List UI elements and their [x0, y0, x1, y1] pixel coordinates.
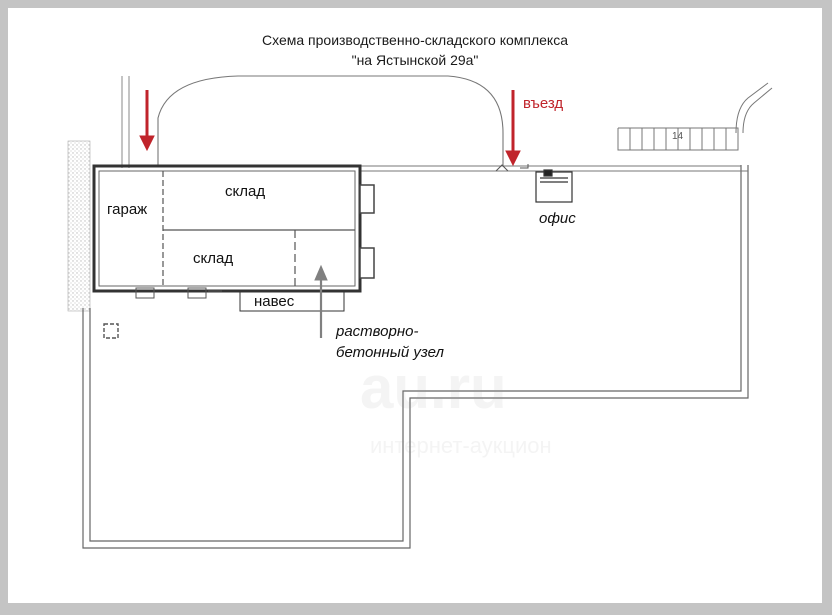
door-marks — [135, 287, 222, 299]
diagram-title-line2: "на Ястынской 29а" — [351, 52, 479, 68]
hatched-strip — [67, 140, 91, 312]
watermark-caption: интернет-аукцион — [370, 433, 552, 458]
mortar-unit-label-line2: бетонный узел — [336, 344, 444, 361]
mortar-pointer-arrow — [314, 264, 328, 338]
office-symbol — [535, 169, 573, 203]
top-right-curve-inner — [742, 87, 773, 134]
plan-sheet: au.ru интернет-аукцион Схема производств… — [8, 8, 822, 603]
diagram-title-line1: Схема производственно-складского комплек… — [262, 32, 568, 48]
top-boundary — [360, 165, 748, 172]
mortar-unit-label-line1: растворно- — [336, 323, 419, 340]
canopy-label: навес — [254, 293, 295, 310]
garage-label: гараж — [107, 201, 148, 218]
building-walls — [92, 164, 362, 293]
entrance-label: въезд — [523, 95, 564, 112]
left-fence — [121, 76, 130, 168]
entrance-arrows — [139, 90, 521, 167]
interior-partitions — [162, 171, 355, 286]
driveway-arch — [157, 75, 504, 166]
site-plan-drawing — [67, 75, 773, 549]
warehouse-upper-label: склад — [225, 183, 266, 200]
stairs — [617, 127, 739, 151]
gate-mark — [495, 164, 529, 172]
stairs-mark: 14 — [672, 131, 684, 142]
building-walls-inner — [98, 170, 356, 287]
canopy-box — [239, 291, 345, 312]
building-bays — [359, 184, 375, 279]
small-marker — [103, 323, 119, 339]
office-label: офис — [539, 210, 576, 227]
warehouse-lower-label: склад — [193, 250, 234, 267]
site-boundary — [82, 165, 749, 549]
top-right-curve — [735, 82, 769, 134]
watermark-logo: au.ru — [360, 354, 507, 421]
